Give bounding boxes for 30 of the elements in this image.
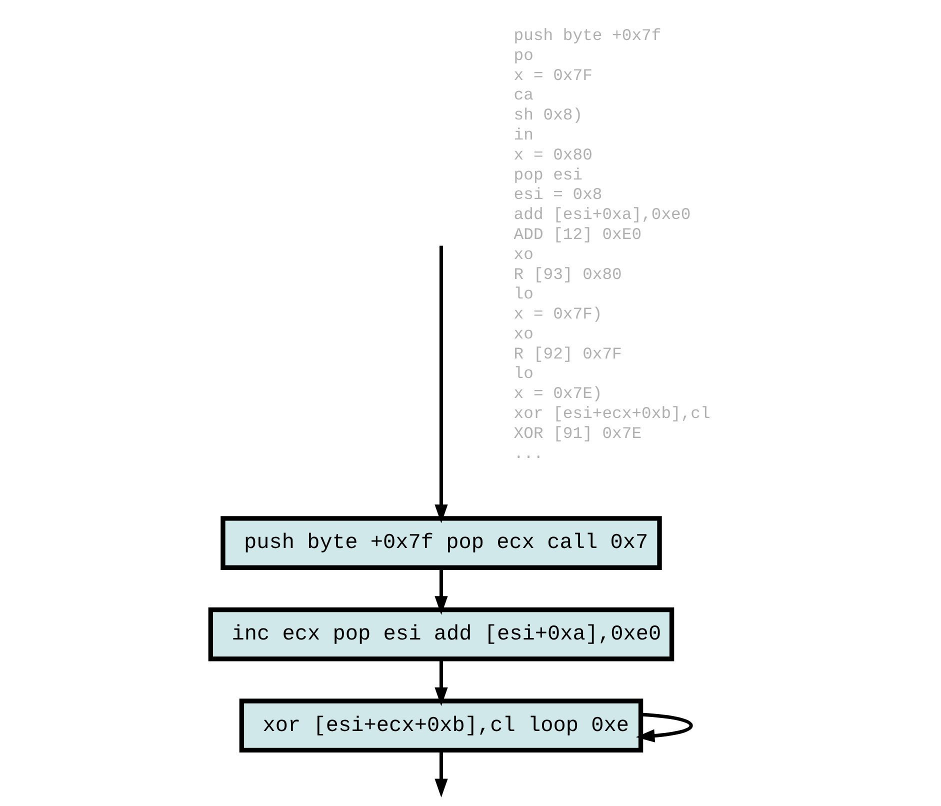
arrow: [434, 750, 448, 798]
label: push byte +0x7f: [514, 26, 662, 46]
arrow: [434, 246, 448, 524]
node-box: inc ecx pop esi add [esi+0xa],0xe0: [208, 607, 674, 662]
arrow: [636, 712, 693, 742]
label: x = 0x7F: [514, 66, 592, 85]
label: xor [esi+ecx+0xb],cl: [514, 404, 710, 424]
label: add [esi+0xa],0xe0: [514, 205, 691, 224]
label: lo: [514, 284, 534, 304]
label: x = 0x7F): [514, 304, 602, 324]
label: po: [514, 46, 534, 65]
label: x = 0x7E): [514, 384, 602, 404]
label: XOR [91] 0x7E: [514, 424, 642, 443]
label: sh 0x8): [514, 106, 583, 125]
label: x = 0x80: [514, 145, 592, 164]
arrow: [434, 568, 448, 615]
label: ...: [514, 444, 544, 463]
label: xo: [514, 324, 534, 344]
label: R [92] 0x7F: [514, 344, 622, 364]
label: esi = 0x8: [514, 185, 602, 204]
node-box: push byte +0x7f pop ecx call 0x7: [220, 516, 662, 570]
label: in: [514, 125, 534, 144]
label: xo: [514, 244, 534, 264]
label: R [93] 0x80: [514, 264, 622, 284]
label: lo: [514, 364, 534, 384]
label: ca: [514, 86, 534, 105]
label: ADD [12] 0xE0: [514, 224, 642, 244]
arrow: [434, 659, 448, 706]
node-box: xor [esi+ecx+0xb],cl loop 0xe: [239, 698, 644, 753]
label: pop esi: [514, 165, 583, 184]
